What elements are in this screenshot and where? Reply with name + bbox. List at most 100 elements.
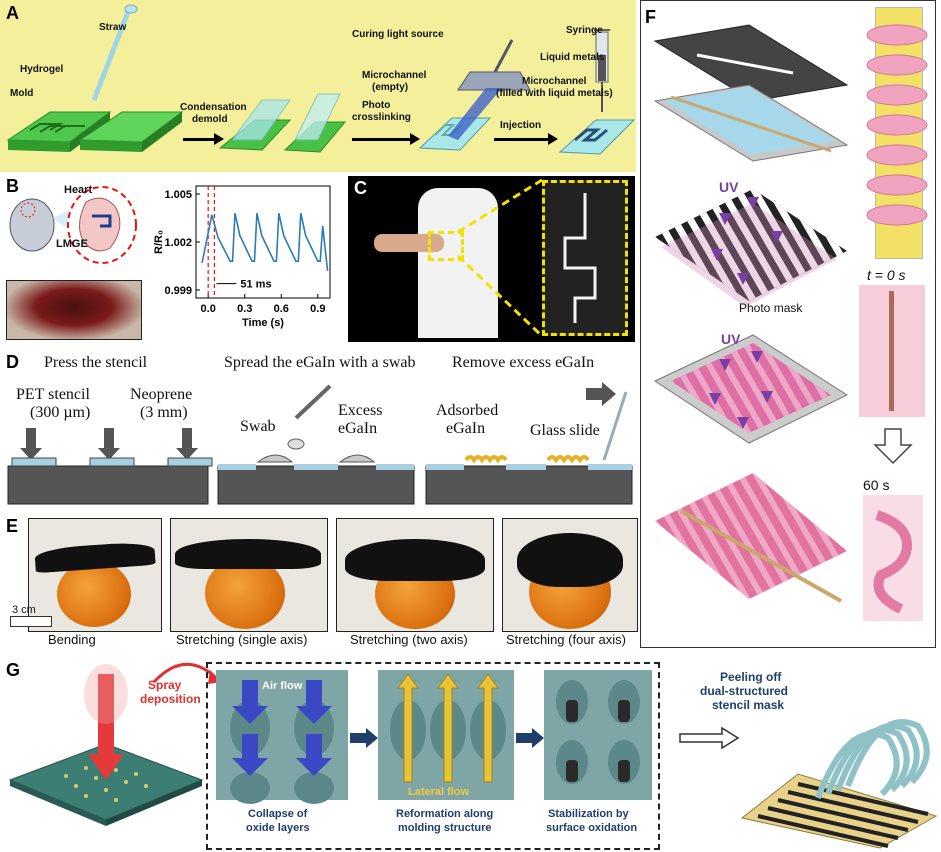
series-line bbox=[201, 213, 329, 271]
panel-b-label: B bbox=[6, 176, 19, 196]
stage-collapse-art bbox=[230, 680, 334, 804]
label-uv-2: UV bbox=[721, 331, 741, 347]
label-crosslinking: crosslinking bbox=[352, 112, 411, 123]
label-heart: Heart bbox=[64, 184, 93, 196]
circuit-trace bbox=[563, 193, 597, 323]
label-peeling-1: Peeling off bbox=[720, 670, 782, 684]
label-adsorbed: Adsorbed bbox=[436, 402, 499, 419]
photo-four-axis bbox=[502, 518, 638, 632]
x-axis-label: Time (s) bbox=[242, 317, 284, 329]
arrow-a1 bbox=[183, 133, 224, 145]
step-spread: Spread the eGaIn with a swab bbox=[224, 354, 416, 371]
panel-g: G Spray deposition Air flow bbox=[0, 652, 941, 852]
step-remove: Remove excess eGaIn bbox=[452, 354, 595, 371]
label-lateral-flow: Lateral flow bbox=[408, 786, 470, 798]
stage-stabilization bbox=[544, 670, 652, 800]
label-demold: demold bbox=[192, 114, 228, 125]
strip-trace bbox=[889, 291, 894, 411]
orange bbox=[57, 561, 131, 627]
x-tick-label: 0.9 bbox=[310, 303, 325, 315]
label-curing-light: Curing light source bbox=[352, 29, 444, 40]
y-tick-label: 1.002 bbox=[164, 237, 192, 249]
panel-a-illustration bbox=[6, 4, 636, 155]
label-condensation: Condensation bbox=[180, 102, 247, 113]
stage-reformation-art bbox=[390, 673, 506, 783]
y-tick-label: 1.005 bbox=[164, 189, 192, 201]
heart-diagram bbox=[9, 186, 137, 264]
panel-f-label: F bbox=[645, 7, 656, 27]
panel-d: D Press the stencil Spread the eGaIn wit… bbox=[0, 348, 636, 508]
down-arrow-icon bbox=[873, 428, 913, 465]
label-neoprene: Neoprene bbox=[130, 386, 193, 403]
label-pet-thickness: (300 µm) bbox=[30, 404, 91, 421]
panel-a-label: A bbox=[6, 3, 19, 23]
photo-surgery bbox=[6, 280, 142, 340]
label-neoprene-thickness: (3 mm) bbox=[140, 404, 188, 421]
sensor-felt bbox=[175, 539, 321, 569]
label-microchannel-filled: Microchannel bbox=[522, 76, 587, 87]
arrow-g2 bbox=[516, 728, 544, 748]
curled-strip bbox=[873, 510, 913, 614]
label-peeling-3: stencil mask bbox=[712, 698, 785, 712]
label-liquid-metals: Liquid metals bbox=[540, 52, 605, 63]
arrow-a3 bbox=[494, 133, 558, 145]
inset-box bbox=[206, 662, 660, 850]
label-peeling-2: dual-structured bbox=[700, 684, 789, 698]
photo-two-axis bbox=[336, 518, 494, 632]
label-uv-1: UV bbox=[719, 179, 739, 195]
caption-stab-1: Stabilization by bbox=[548, 808, 629, 820]
panel-c-label: C bbox=[354, 178, 367, 198]
x-tick-label: 0.0 bbox=[201, 303, 216, 315]
caption-collapse-2: oxide layers bbox=[246, 822, 310, 834]
panel-a: A Straw Hydrogel Mold bbox=[0, 0, 636, 172]
label-microchannel-empty: Microchannel bbox=[362, 70, 427, 81]
sensor-felt bbox=[345, 539, 485, 581]
caption-four-axis: Stretching (four axis) bbox=[506, 632, 626, 647]
panel-f: F bbox=[640, 0, 936, 648]
label-straw: Straw bbox=[99, 22, 127, 33]
label-deposition: deposition bbox=[140, 692, 201, 706]
sensor-felt bbox=[517, 533, 623, 587]
label-adsorbed-egain: eGaIn bbox=[446, 420, 486, 437]
label-t60: 60 s bbox=[863, 477, 890, 493]
label-swab: Swab bbox=[240, 418, 276, 435]
annotation-label: 51 ms bbox=[240, 279, 271, 291]
panel-g-label: G bbox=[6, 660, 21, 680]
strip-t60 bbox=[863, 495, 923, 621]
lab-coat bbox=[418, 188, 498, 338]
caption-stab-2: surface oxidation bbox=[546, 822, 638, 834]
label-excess: Excess bbox=[338, 402, 383, 419]
label-photo: Photo bbox=[362, 100, 391, 111]
label-hydrogel: Hydrogel bbox=[20, 64, 64, 75]
stage-stabilization-art bbox=[556, 680, 640, 784]
y-axis-label: R/R₀ bbox=[153, 230, 165, 254]
orange bbox=[205, 557, 285, 629]
panel-d-label: D bbox=[6, 352, 19, 372]
panel-e-label: E bbox=[6, 516, 19, 536]
panel-c: C bbox=[348, 176, 635, 342]
stage-collapse bbox=[216, 670, 348, 804]
photo-single-axis bbox=[170, 518, 328, 632]
step-press: Press the stencil bbox=[44, 354, 148, 371]
peeling-mask-art bbox=[740, 719, 938, 849]
striped-mask-1 bbox=[655, 189, 847, 307]
scale-label: 3 cm bbox=[12, 604, 36, 616]
arm bbox=[374, 234, 444, 252]
strip-t0 bbox=[859, 285, 925, 417]
y-tick-label: 0.999 bbox=[164, 285, 192, 297]
label-t0: t = 0 s bbox=[867, 267, 906, 283]
label-air-flow: Air flow bbox=[262, 680, 303, 692]
label-pet: PET stencil bbox=[16, 386, 90, 403]
x-tick-label: 0.6 bbox=[274, 303, 289, 315]
caption-two-axis: Stretching (two axis) bbox=[350, 632, 468, 647]
helix bbox=[866, 24, 928, 226]
arrow-g1 bbox=[350, 728, 378, 748]
label-mold: Mold bbox=[10, 88, 34, 99]
label-excess-egain: eGaIn bbox=[338, 420, 378, 437]
label-injection: Injection bbox=[500, 120, 542, 131]
caption-single-axis: Stretching (single axis) bbox=[176, 632, 308, 647]
stage-reformation bbox=[378, 670, 514, 800]
label-glass-slide: Glass slide bbox=[530, 422, 600, 439]
label-syringe: Syringe bbox=[566, 25, 603, 36]
